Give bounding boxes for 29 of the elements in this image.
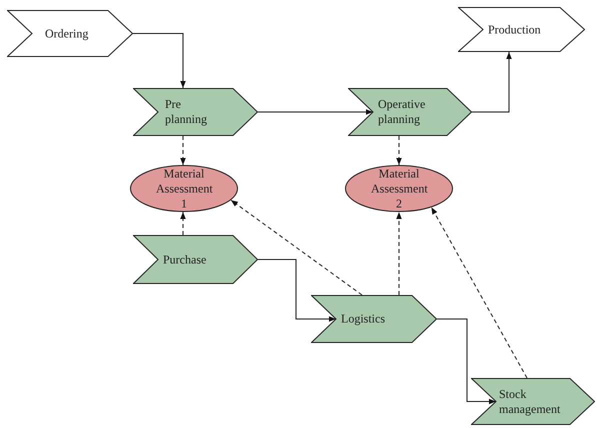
node-label: Operative planning (378, 97, 426, 127)
arrow (132, 33, 186, 88)
process-step-shape (133, 235, 258, 284)
dashed-arrow (180, 212, 186, 236)
process-step-shape (7, 10, 133, 57)
process-step-shape (458, 7, 585, 52)
dashed-arrow (230, 200, 362, 296)
node-label: Production (488, 22, 542, 37)
process-step-shape (348, 88, 472, 136)
arrow (472, 52, 512, 112)
node-label: Ordering (45, 26, 90, 41)
process-step-shape (133, 88, 258, 136)
arrow (258, 259, 336, 322)
node-label: Material Assessment 2 (370, 166, 429, 211)
node-label: Stock management (499, 386, 562, 416)
dashed-arrow (396, 136, 402, 166)
dashed-arrow (396, 212, 402, 296)
node-label: Pre planning (165, 97, 208, 127)
node-label: Logistics (341, 312, 386, 326)
node-label: Material Assessment 1 (155, 166, 214, 211)
dashed-arrow (180, 136, 186, 166)
assessment-ellipse (345, 165, 453, 212)
dashed-arrow (430, 206, 528, 378)
arrow (436, 318, 496, 404)
assessment-ellipse (130, 165, 238, 212)
process-step-shape (471, 378, 595, 425)
arrow (258, 109, 374, 115)
node-label: Purchase (163, 252, 208, 267)
process-step-shape (311, 295, 437, 343)
